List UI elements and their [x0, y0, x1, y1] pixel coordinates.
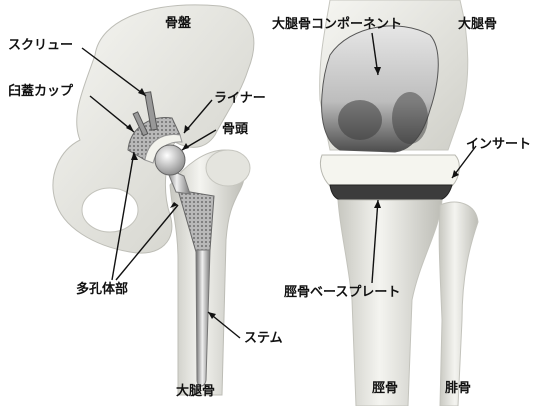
insert — [320, 155, 459, 186]
femoral-head — [155, 145, 185, 175]
label-knee-femur: 大腿骨 — [458, 17, 497, 33]
label-tibia: 脛骨 — [372, 381, 398, 397]
label-femoral-component: 大腿骨コンポーネント — [272, 17, 402, 33]
tibia-bone — [338, 200, 442, 406]
label-cup: 臼蓋カップ — [8, 84, 73, 100]
label-screw: スクリュー — [8, 38, 73, 54]
label-tibial-baseplate: 脛骨ベースプレート — [284, 285, 400, 301]
label-pelvis: 骨盤 — [165, 16, 191, 32]
label-porous: 多孔体部 — [76, 282, 128, 298]
fibula-bone — [439, 202, 478, 406]
label-insert: インサート — [466, 137, 531, 153]
obturator-foramen — [82, 188, 138, 232]
label-fibula: 腓骨 — [445, 381, 471, 397]
label-liner: ライナー — [214, 91, 266, 107]
label-stem: ステム — [244, 331, 283, 347]
label-head: 骨頭 — [222, 122, 248, 138]
label-hip-femur: 大腿骨 — [176, 384, 215, 400]
tibial-baseplate — [330, 185, 452, 200]
